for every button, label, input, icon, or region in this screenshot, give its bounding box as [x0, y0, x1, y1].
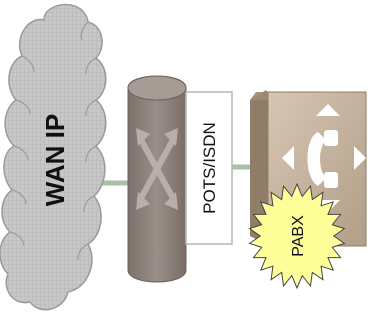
- pots-isdn-label: POTS/ISDN: [200, 122, 219, 214]
- pots-isdn-box: POTS/ISDN: [186, 92, 232, 244]
- pabx-label: PABX: [290, 215, 307, 257]
- wan-ip-label: WAN IP: [40, 114, 70, 206]
- router-icon: [128, 76, 186, 282]
